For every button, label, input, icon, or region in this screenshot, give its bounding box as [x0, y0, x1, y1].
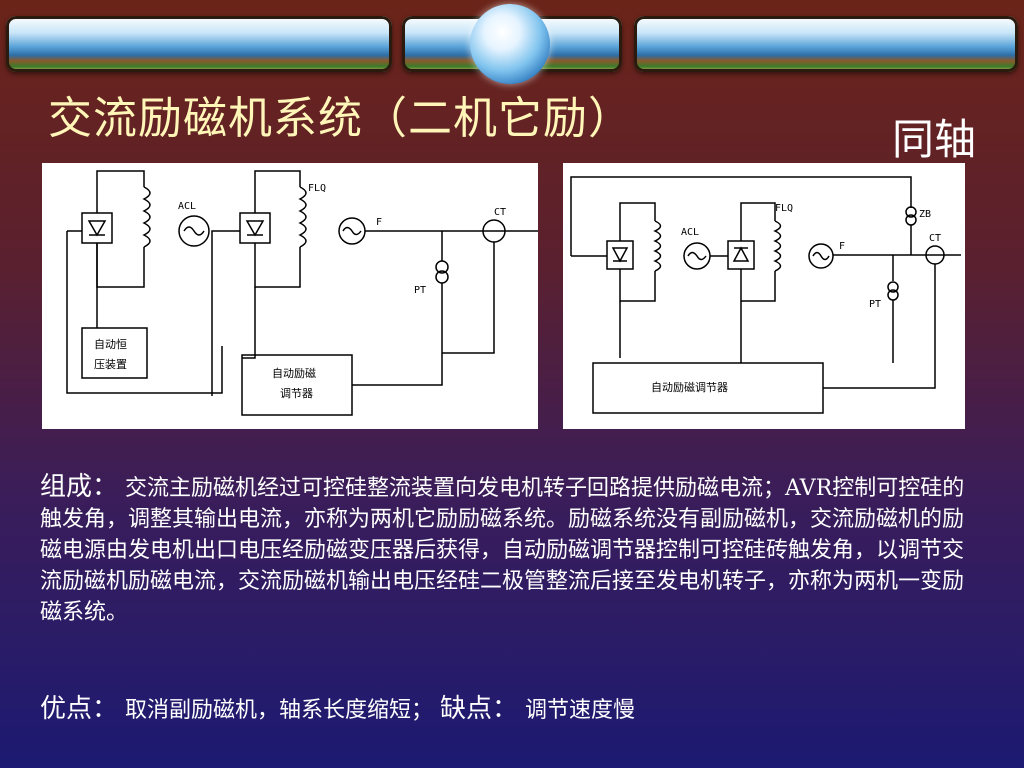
- label-f: F: [376, 217, 382, 228]
- thyristor-1-symbol: [87, 220, 107, 237]
- label-ct-right: CT: [929, 233, 941, 244]
- composition-body: 交流主励磁机经过可控硅整流装置向发电机转子回路提供励磁电流；AVR控制可控硅的触…: [40, 476, 965, 625]
- label-flq-right: FLQ: [775, 203, 793, 214]
- globe-icon: [470, 4, 550, 84]
- pt-transformer-1: [435, 260, 449, 274]
- pros-label: 优点：: [40, 694, 119, 724]
- slide-subtitle: 同轴: [892, 115, 977, 164]
- diagram-right-svg: FLQ ACL ZB CT F PT 自动励磁调节器: [570, 176, 961, 414]
- thyristor-1: [81, 212, 113, 244]
- header-banner-left: [6, 16, 392, 72]
- cons-body: 调节速度慢: [525, 698, 636, 723]
- coil-right-1: [653, 220, 662, 272]
- label-acl-right: ACL: [681, 227, 699, 238]
- pros-cons-line: 优点： 取消副励磁机，轴系长度缩短； 缺点： 调节速度慢: [40, 688, 635, 725]
- thyristor-right-2: [727, 240, 755, 270]
- label-flq: FLQ: [308, 183, 326, 194]
- coil-2: [298, 186, 307, 248]
- box2-line2: 调节器: [280, 387, 313, 400]
- label-pt: PT: [414, 285, 426, 296]
- header-banner-right: [634, 16, 1018, 72]
- zb-transformer: [905, 206, 917, 218]
- thyristor-right-1: [606, 240, 634, 270]
- composition-label: 组成：: [40, 472, 119, 502]
- box2-line1: 自动励磁: [272, 367, 316, 380]
- coil-right-2: [773, 220, 782, 272]
- label-zb-right: ZB: [919, 209, 931, 220]
- avr-box-left: [241, 354, 353, 416]
- coil-1: [142, 186, 151, 248]
- f-right: [808, 243, 834, 269]
- auto-voltage-device-box: [81, 327, 148, 379]
- label-acl: ACL: [178, 201, 196, 212]
- thyristor-2: [239, 212, 271, 244]
- acl-generator: [178, 215, 210, 247]
- cons-label: 缺点：: [440, 694, 519, 724]
- label-ct: CT: [494, 207, 506, 218]
- pt-right: [887, 281, 899, 293]
- composition-paragraph: 组成： 交流主励磁机经过可控硅整流装置向发电机转子回路提供励磁电流；AVR控制可…: [40, 472, 970, 628]
- diagram-right: FLQ ACL ZB CT F PT 自动励磁调节器: [563, 163, 965, 429]
- diagram-left-svg: ACL FLQ F CT PT 自动恒 压装置 自动励磁 调节器: [66, 170, 538, 416]
- diagram-left: ACL FLQ F CT PT 自动恒 压装置 自动励磁 调节器: [42, 163, 538, 429]
- box1-line1: 自动恒: [94, 338, 127, 351]
- avr-box-right-label: 自动励磁调节器: [651, 381, 728, 394]
- box1-line2: 压装置: [94, 358, 127, 371]
- label-pt-right: PT: [869, 299, 881, 310]
- slide-title: 交流励磁机系统（二机它励）: [48, 93, 633, 144]
- pros-body: 取消副励磁机，轴系长度缩短；: [125, 698, 434, 723]
- label-f-right: F: [839, 241, 845, 252]
